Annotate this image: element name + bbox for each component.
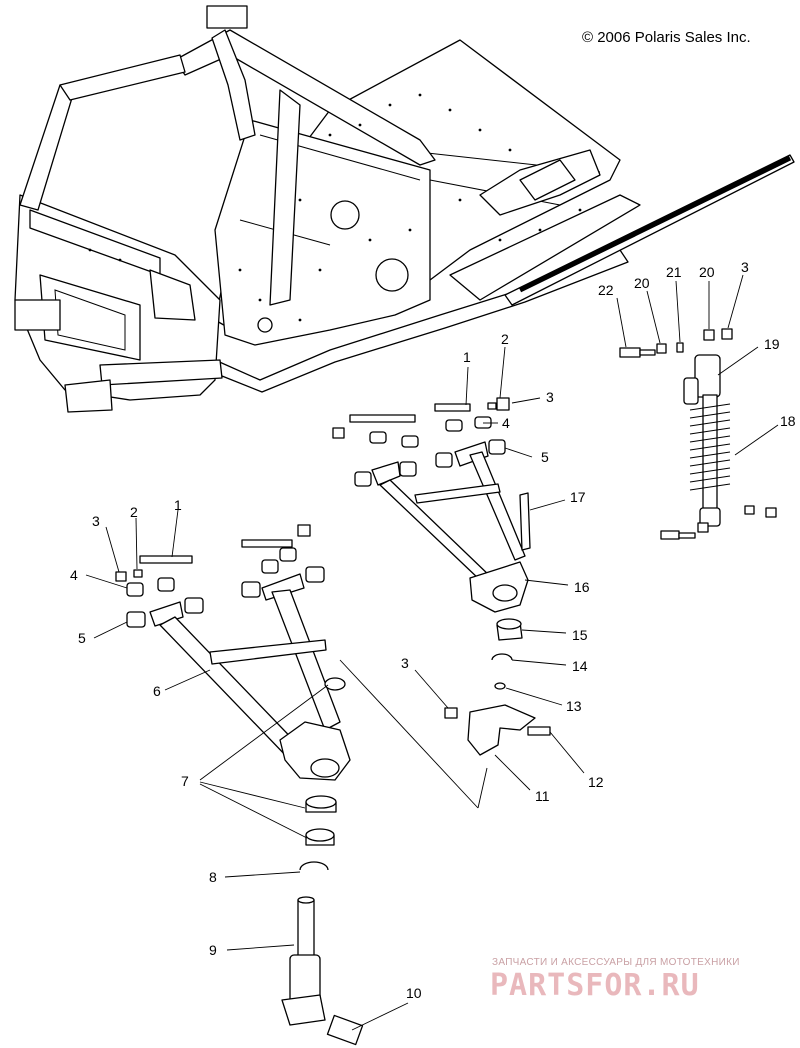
watermark-site: PARTSFOR.RU (490, 968, 700, 1003)
callout-20-right: 20 (699, 264, 715, 280)
callout-7: 7 (181, 773, 189, 789)
callout-15: 15 (572, 627, 588, 643)
upper-a-arm-right (332, 397, 531, 613)
spindle-lower-parts (281, 795, 364, 1046)
callout-13: 13 (566, 698, 582, 714)
chassis-frame (14, 5, 795, 413)
callout-5-upper: 5 (541, 449, 549, 465)
lower-a-arm-left (115, 524, 351, 781)
shock-absorber (619, 328, 777, 540)
watermark: ЗАПЧАСТИ И АКСЕССУАРЫ ДЛЯ МОТОТЕХНИКИ PA… (490, 957, 740, 1003)
callout-12: 12 (588, 774, 604, 790)
watermark-tagline: ЗАПЧАСТИ И АКСЕССУАРЫ ДЛЯ МОТОТЕХНИКИ (492, 957, 740, 968)
copyright-notice: © 2006 Polaris Sales Inc. (582, 29, 751, 46)
callout-1-lower: 1 (174, 497, 182, 513)
callout-21: 21 (666, 264, 682, 280)
callout-2-upper: 2 (501, 331, 509, 347)
callout-3-spindle: 3 (401, 655, 409, 671)
callout-10: 10 (406, 985, 422, 1001)
leader-lines (85, 274, 779, 1031)
callout-16: 16 (574, 579, 590, 595)
callout-4-lower: 4 (70, 567, 78, 583)
callout-2-lower: 2 (130, 504, 138, 520)
callout-1-upper: 1 (463, 349, 471, 365)
callout-14: 14 (572, 658, 588, 674)
callout-4-upper: 4 (502, 415, 510, 431)
spindle-upper-parts (444, 618, 551, 756)
callout-8: 8 (209, 869, 217, 885)
callout-3-upper: 3 (546, 389, 554, 405)
callout-3-lower: 3 (92, 513, 100, 529)
callout-18: 18 (780, 413, 796, 429)
callout-17: 17 (570, 489, 586, 505)
callout-labels: 1 2 3 4 5 17 16 15 14 13 3 11 12 22 20 2… (70, 259, 796, 1001)
callout-9: 9 (209, 942, 217, 958)
callout-19: 19 (764, 336, 780, 352)
callout-20-left: 20 (634, 275, 650, 291)
callout-11: 11 (535, 788, 550, 804)
callout-3-shock: 3 (741, 259, 749, 275)
callout-6: 6 (153, 683, 161, 699)
callout-22: 22 (598, 282, 614, 298)
callout-5-lower: 5 (78, 630, 86, 646)
